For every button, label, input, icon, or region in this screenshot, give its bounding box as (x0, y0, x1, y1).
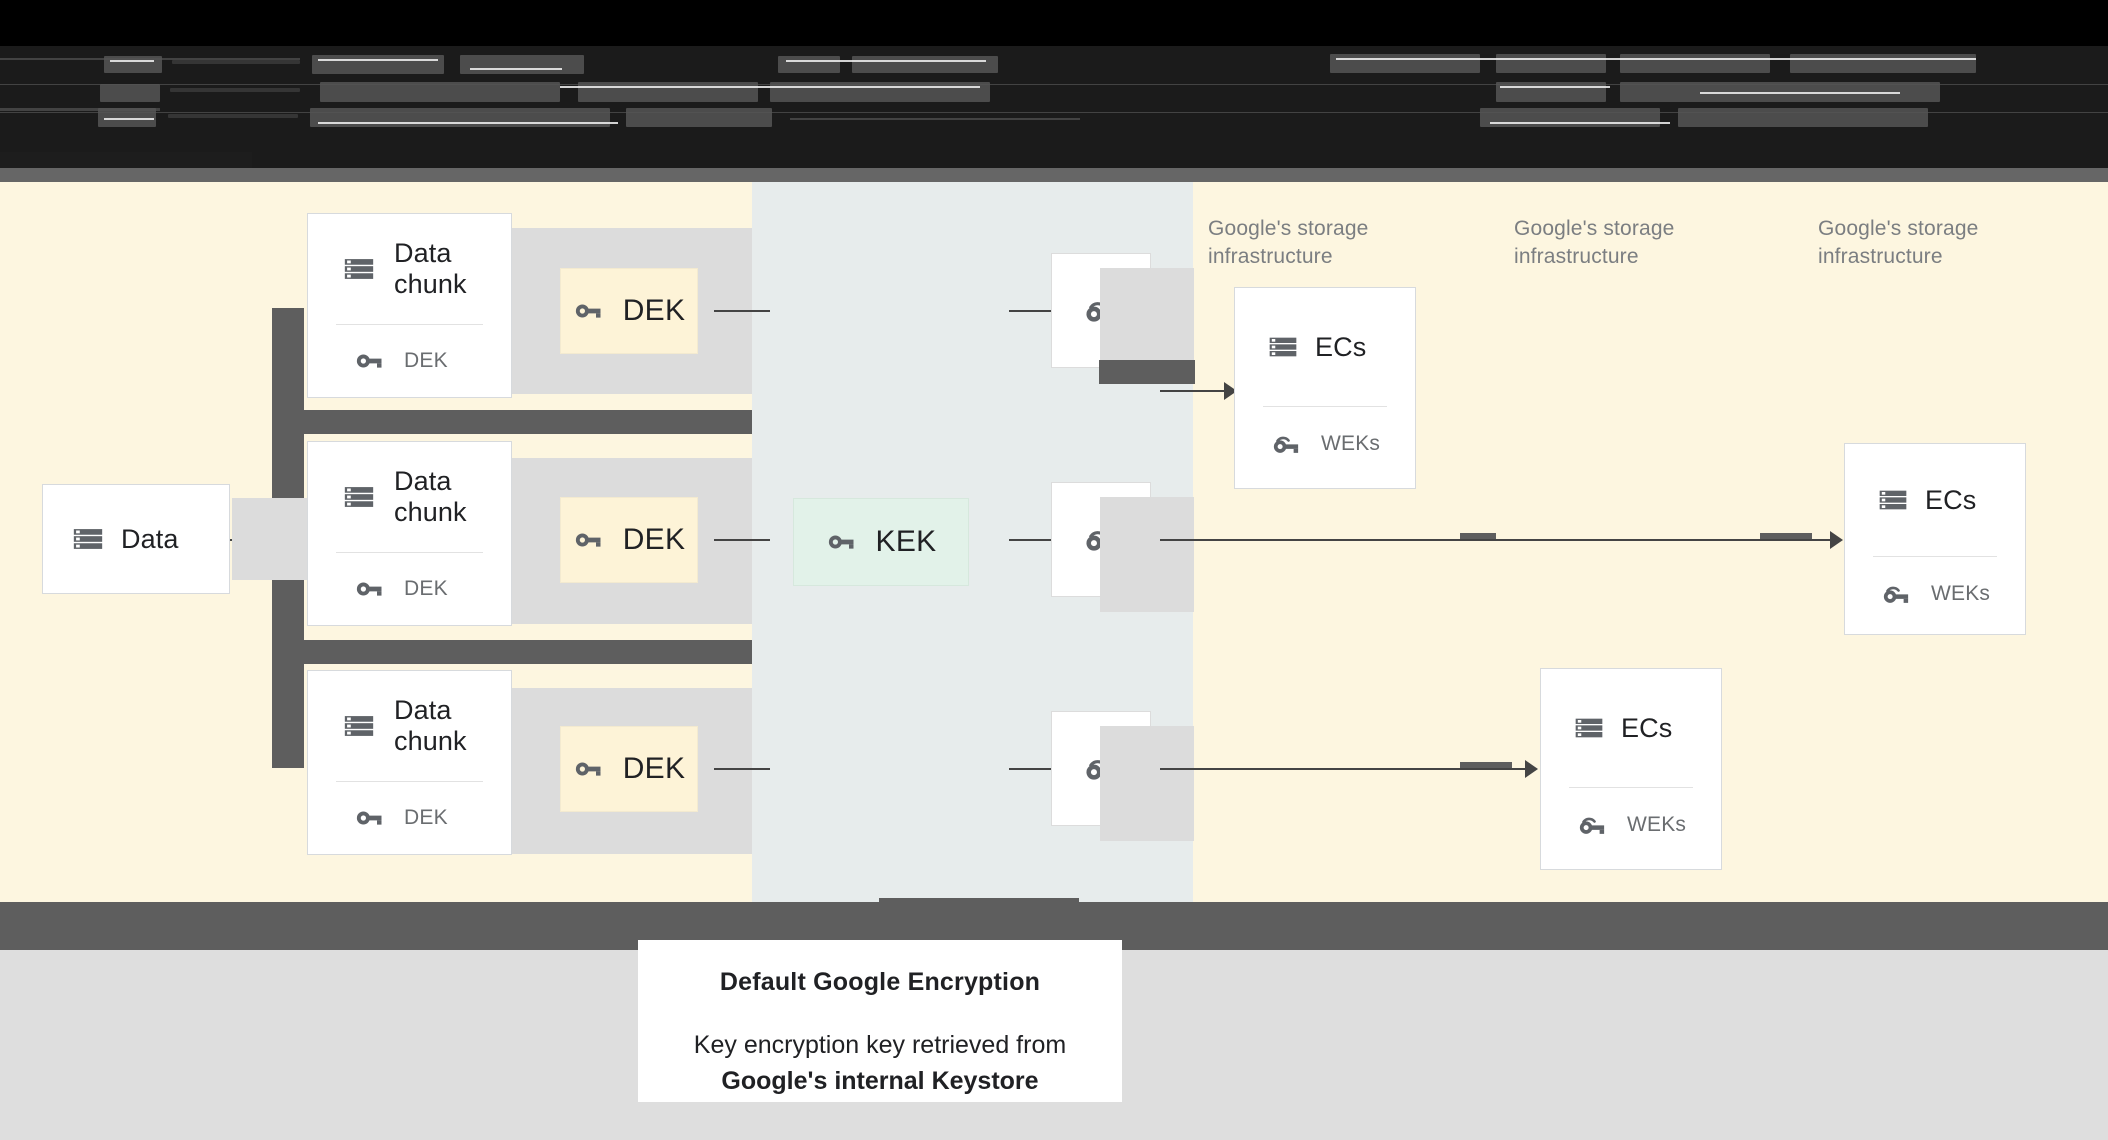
caption-body-lead: Key encryption key retrieved from (693, 1031, 1067, 1059)
storage-wek-label: WEKs (1627, 813, 1687, 836)
window-toolbar-strip (0, 168, 2108, 182)
transport-rail-2 (1460, 533, 1496, 539)
key-icon (354, 803, 384, 833)
wrapped-key-icon (1271, 429, 1301, 459)
caption-body-strong: Google's internal Keystore (721, 1067, 1039, 1096)
storage-ec-card[interactable]: ECs WEKs (1540, 668, 1722, 870)
card-divider (336, 552, 483, 553)
dek-box[interactable]: DEK (560, 497, 698, 583)
storage-ec-title: ECs (1925, 484, 1977, 515)
storage-icon (342, 252, 376, 286)
kek-box[interactable]: KEK (793, 498, 969, 586)
storage-infrastructure-label: Google's storage infrastructure (1818, 217, 1979, 269)
fanout-rail-branch-2 (272, 640, 752, 664)
storage-ec-card[interactable]: ECs WEKs (1844, 443, 2026, 635)
arrow-head-3 (1525, 760, 1538, 778)
transport-rail-3 (1460, 762, 1512, 768)
dek-box-label: DEK (622, 294, 686, 327)
key-icon (354, 574, 384, 604)
connector-to-wek-3 (1009, 768, 1053, 770)
wrapped-key-shadow (1100, 497, 1194, 612)
key-icon (573, 296, 603, 326)
key-icon (573, 754, 603, 784)
data-chunk-key-label: DEK (404, 805, 448, 829)
data-chunk-title: Data chunk (394, 238, 467, 299)
storage-ec-card[interactable]: ECs WEKs (1234, 287, 1416, 489)
data-chunk-card[interactable]: Data chunk DEK (307, 213, 512, 398)
storage-icon (71, 522, 105, 556)
arrow-line-3 (1160, 768, 1530, 770)
key-icon (826, 527, 856, 557)
data-source-card[interactable]: Data (42, 484, 230, 594)
dek-box[interactable]: DEK (560, 268, 698, 354)
storage-icon (1877, 484, 1909, 516)
data-source-label: Data (121, 523, 179, 554)
arrow-head-2 (1830, 531, 1843, 549)
connector-to-wek-1 (1009, 310, 1053, 312)
card-divider (1263, 406, 1387, 407)
dek-box[interactable]: DEK (560, 726, 698, 812)
card-divider (1569, 787, 1693, 788)
arrow-line-1 (1160, 390, 1230, 392)
caption-card: Default Google Encryption Key encryption… (638, 940, 1122, 1102)
data-chunk-key-label: DEK (404, 348, 448, 372)
wrapped-key-icon (1577, 810, 1607, 840)
arrow-line-2 (1160, 539, 1840, 541)
data-card-shadow (232, 498, 312, 580)
kek-box-label: KEK (875, 525, 937, 558)
card-divider (1873, 556, 1997, 557)
transport-rail-2b (1760, 533, 1812, 539)
data-chunk-title: Data chunk (394, 695, 467, 756)
arrow-head-1 (1224, 382, 1237, 400)
storage-icon (1267, 331, 1299, 363)
key-icon (573, 525, 603, 555)
dek-box-label: DEK (622, 752, 686, 785)
wrapped-key-icon (1881, 579, 1911, 609)
transport-rail-1 (1099, 360, 1195, 384)
storage-infrastructure-label: Google's storage infrastructure (1514, 217, 1675, 269)
data-chunk-title: Data chunk (394, 466, 467, 527)
storage-icon (342, 709, 376, 743)
data-chunk-card[interactable]: Data chunk DEK (307, 441, 512, 626)
caption-body: Key encryption key retrieved from Google… (674, 1027, 1086, 1100)
connector-chunk-to-dek (714, 768, 770, 770)
caption-heading: Default Google Encryption (719, 968, 1041, 996)
dek-box-label: DEK (622, 523, 686, 556)
key-icon (354, 346, 384, 376)
card-divider (336, 781, 483, 782)
storage-wek-label: WEKs (1321, 432, 1381, 455)
connector-chunk-to-dek (714, 539, 770, 541)
data-chunk-key-label: DEK (404, 576, 448, 600)
data-chunk-card[interactable]: Data chunk DEK (307, 670, 512, 855)
fanout-rail-branch-1 (272, 410, 752, 434)
storage-ec-title: ECs (1315, 331, 1367, 362)
storage-infrastructure-label: Google's storage infrastructure (1208, 217, 1369, 269)
connector-chunk-to-dek (714, 310, 770, 312)
card-divider (336, 324, 483, 325)
storage-icon (342, 480, 376, 514)
storage-wek-label: WEKs (1931, 582, 1991, 605)
storage-icon (1573, 712, 1605, 744)
wrapped-key-shadow (1100, 726, 1194, 841)
connector-to-wek-2 (1009, 539, 1053, 541)
browser-chrome-obscured (0, 0, 2108, 168)
storage-ec-title: ECs (1621, 712, 1673, 743)
